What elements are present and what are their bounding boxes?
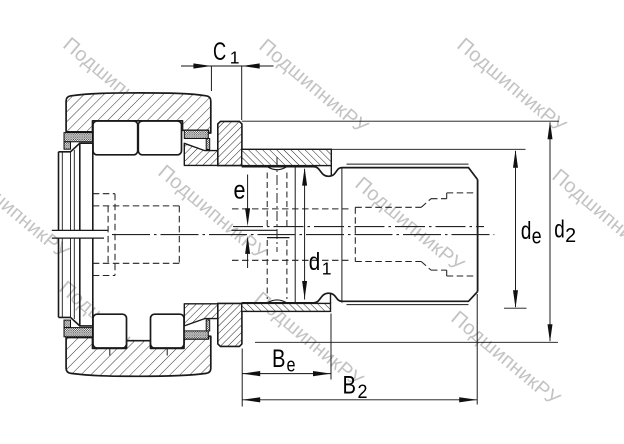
svg-text:d: d <box>309 248 321 276</box>
svg-text:e: e <box>532 223 542 248</box>
svg-text:e: e <box>287 355 296 377</box>
svg-text:2: 2 <box>358 382 368 403</box>
svg-text:1: 1 <box>230 48 240 68</box>
svg-text:C: C <box>213 38 226 66</box>
svg-text:e: e <box>234 174 246 204</box>
svg-text:1: 1 <box>322 259 332 279</box>
svg-text:d: d <box>521 217 532 245</box>
svg-text:B: B <box>272 345 286 373</box>
svg-text:d: d <box>554 216 565 244</box>
svg-text:B: B <box>343 372 357 400</box>
svg-text:2: 2 <box>565 225 576 247</box>
